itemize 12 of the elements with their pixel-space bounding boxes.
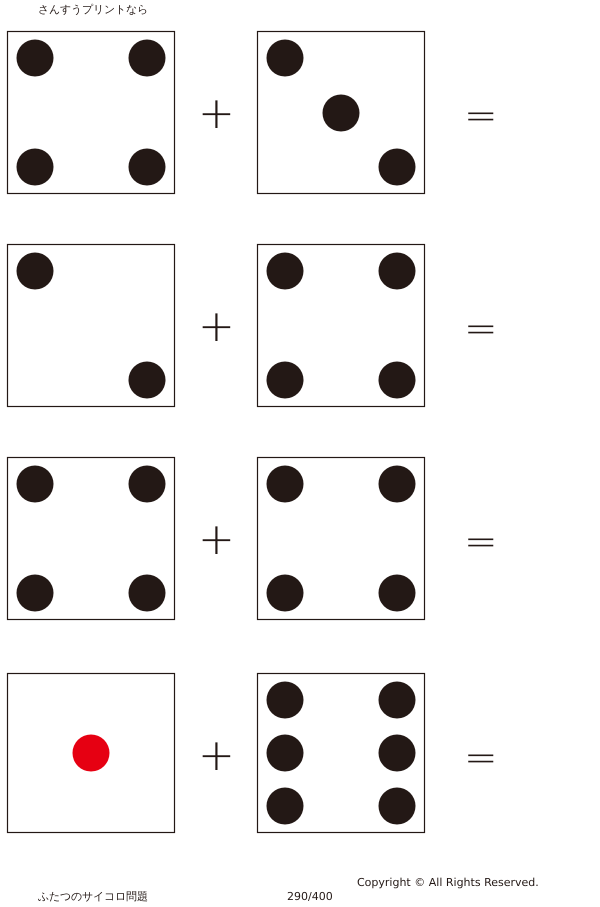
- page-number: 290/400: [287, 891, 333, 902]
- copyright-notice: Copyright © All Rights Reserved.: [357, 877, 539, 888]
- equals-sign: =: [464, 522, 498, 562]
- heading-text: さんすうプリントなら: [38, 4, 148, 15]
- equals-sign: =: [464, 96, 498, 136]
- plus-sign: +: [198, 734, 235, 778]
- plus-sign: +: [198, 92, 235, 136]
- equals-sign: =: [464, 309, 498, 349]
- worksheet-title: ふたつのサイコロ問題: [38, 891, 148, 902]
- plus-sign: +: [198, 305, 235, 349]
- plus-sign: +: [198, 518, 235, 562]
- equals-sign: =: [464, 738, 498, 778]
